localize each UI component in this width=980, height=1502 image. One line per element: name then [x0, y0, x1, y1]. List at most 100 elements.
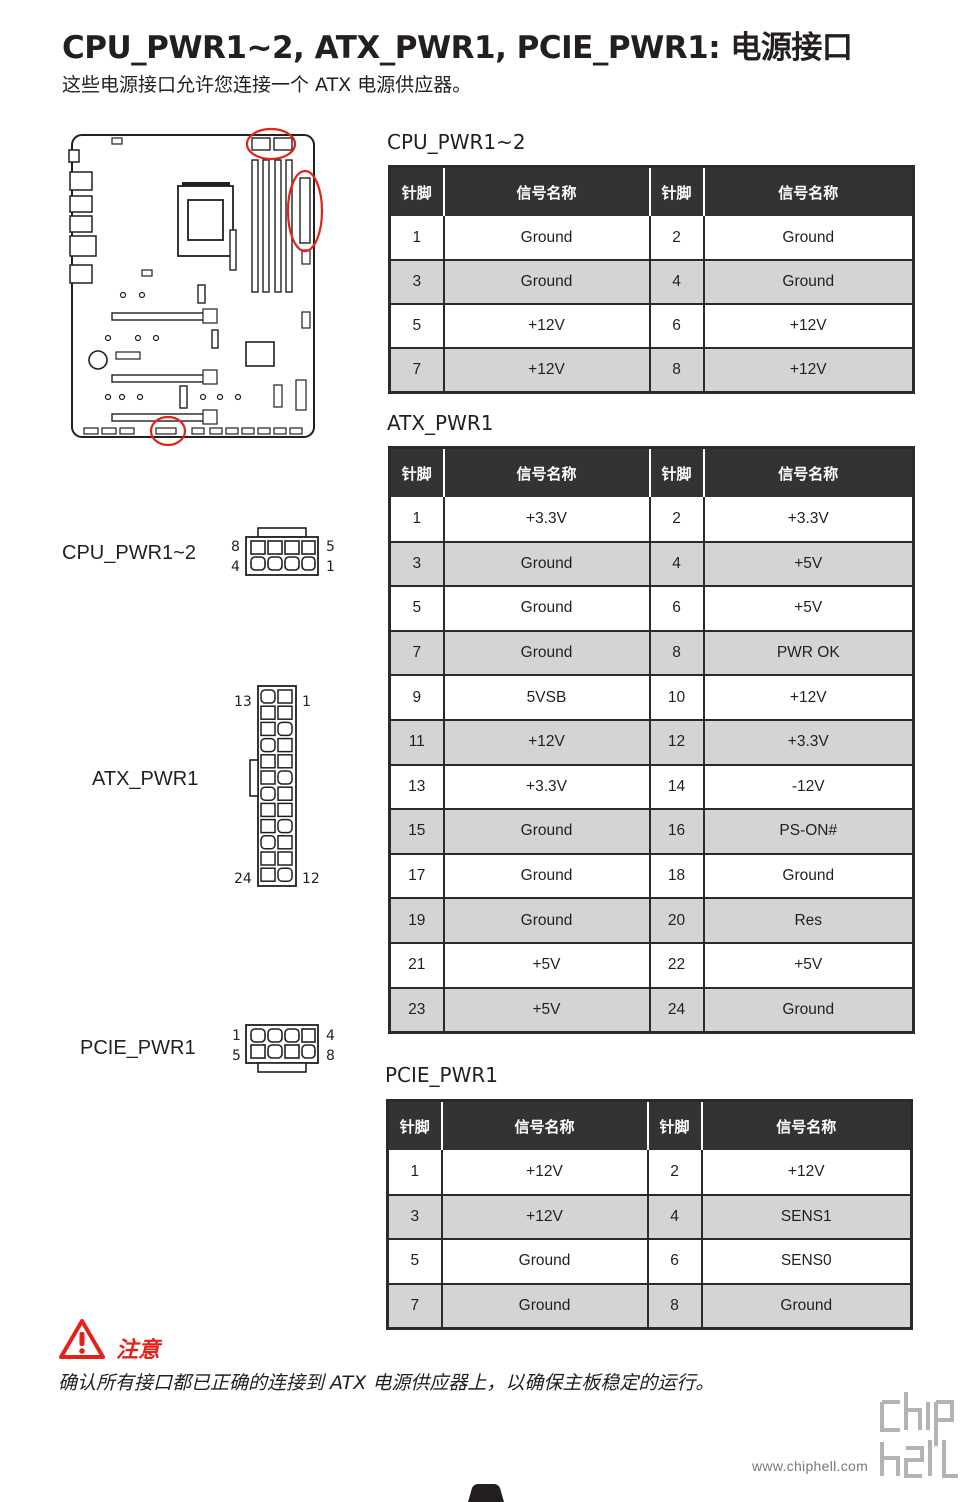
atx-pin-label-1: 1	[302, 694, 311, 710]
atx-pin	[277, 689, 293, 704]
atx-pin	[277, 818, 293, 834]
signal-name-cell: +3.3V	[443, 764, 651, 811]
cpu-connector-label: CPU_PWR1~2	[62, 542, 196, 564]
pin-number-cell: 17	[389, 853, 445, 900]
pcie-pin-label-4: 4	[326, 1028, 335, 1044]
signal-name-cell: +5V	[443, 942, 651, 989]
pin-number-cell: 16	[649, 809, 705, 855]
header-signal-name: 信号名称	[701, 1100, 912, 1150]
atx-pin	[277, 851, 293, 866]
pin-number-cell: 18	[649, 853, 705, 900]
pcie-connector-label: PCIE_PWR1	[80, 1037, 196, 1059]
signal-name-cell: 5VSB	[443, 675, 651, 721]
pcie-pin-label-8: 8	[326, 1048, 335, 1064]
pcie-connector-diagram: 1 5 4 8	[232, 1024, 335, 1073]
atx-pin	[260, 851, 276, 866]
signal-name-cell: Ground	[443, 853, 651, 900]
signal-name-cell: +3.3V	[703, 497, 914, 543]
pin-number-cell: 2	[649, 497, 705, 543]
pin-number-cell: 21	[389, 942, 445, 989]
pin-number-cell: 3	[389, 541, 445, 588]
signal-name-cell: +3.3V	[443, 497, 651, 543]
pcie-pin-label-5: 5	[232, 1048, 241, 1064]
atx-pin	[277, 754, 293, 769]
signal-name-cell: Ground	[441, 1239, 649, 1285]
pin-number-cell: 10	[649, 675, 705, 721]
atx-pin-label-24: 24	[234, 871, 252, 887]
signal-name-cell: +12V	[441, 1150, 649, 1196]
signal-name-cell: SENS1	[701, 1194, 912, 1241]
pin-number-cell: 1	[389, 497, 445, 543]
atx-pin	[277, 705, 293, 720]
signal-name-cell: Ground	[443, 630, 651, 677]
pin-number-cell: 24	[649, 987, 705, 1033]
pin-number-cell: 22	[649, 942, 705, 989]
motherboard-diagram	[68, 127, 324, 447]
pin-number-cell: 6	[649, 304, 705, 349]
atx-table-caption: ATX_PWR1	[387, 411, 494, 435]
signal-name-cell: Ground	[703, 853, 914, 900]
pin-number-cell: 8	[649, 348, 705, 392]
pin-number-cell: 4	[649, 260, 705, 305]
pin-number-cell: 5	[389, 586, 445, 632]
atx-pin	[260, 721, 276, 737]
pin-number-cell: 15	[389, 809, 445, 855]
signal-name-cell: +12V	[703, 675, 914, 721]
pin-number-cell: 7	[389, 630, 445, 677]
pin-number-cell: 23	[389, 987, 445, 1033]
header-signal-name: 信号名称	[703, 447, 914, 497]
pin-number-cell: 2	[649, 216, 705, 261]
pin-number-cell: 6	[649, 586, 705, 632]
pin-number-cell: 4	[647, 1194, 703, 1241]
signal-name-cell: +3.3V	[703, 719, 914, 766]
signal-name-cell: Ground	[703, 216, 914, 261]
page-subtitle: 这些电源接口允许您连接一个 ATX 电源供应器。	[62, 74, 472, 96]
atx-pin	[277, 737, 293, 753]
header-signal-name: 信号名称	[443, 166, 651, 216]
header-pin: 针脚	[389, 447, 445, 497]
atx-pin	[260, 754, 276, 769]
cpu-pin-label-8: 8	[231, 539, 240, 555]
watermark-text: www.chiphell.com	[752, 1458, 869, 1474]
atx-pin	[260, 770, 276, 785]
pin-number-cell: 6	[647, 1239, 703, 1285]
pin-number-cell: 5	[387, 1239, 443, 1285]
atx-pin	[260, 786, 276, 801]
warning-icon	[59, 1319, 105, 1359]
signal-name-cell: +5V	[443, 987, 651, 1033]
page-title: CPU_PWR1~2, ATX_PWR1, PCIE_PWR1: 电源接口	[62, 30, 853, 66]
atx-pin-label-13: 13	[234, 694, 252, 710]
pin-number-cell: 13	[389, 764, 445, 811]
atx-pin	[277, 770, 293, 785]
cpu-pin-label-5: 5	[326, 539, 335, 555]
signal-name-cell: +5V	[703, 586, 914, 632]
pin-number-cell: 11	[389, 719, 445, 766]
signal-name-cell: +12V	[443, 719, 651, 766]
atx-pin	[260, 867, 276, 882]
signal-name-cell: Ground	[443, 216, 651, 261]
signal-name-cell: Ground	[443, 809, 651, 855]
pin-number-cell: 7	[387, 1283, 443, 1329]
signal-name-cell: +12V	[701, 1150, 912, 1196]
signal-name-cell: +12V	[443, 304, 651, 349]
signal-name-cell: Ground	[703, 260, 914, 305]
pin-number-cell: 7	[389, 348, 445, 392]
atx-pin	[260, 737, 276, 753]
pin-number-cell: 4	[649, 541, 705, 588]
